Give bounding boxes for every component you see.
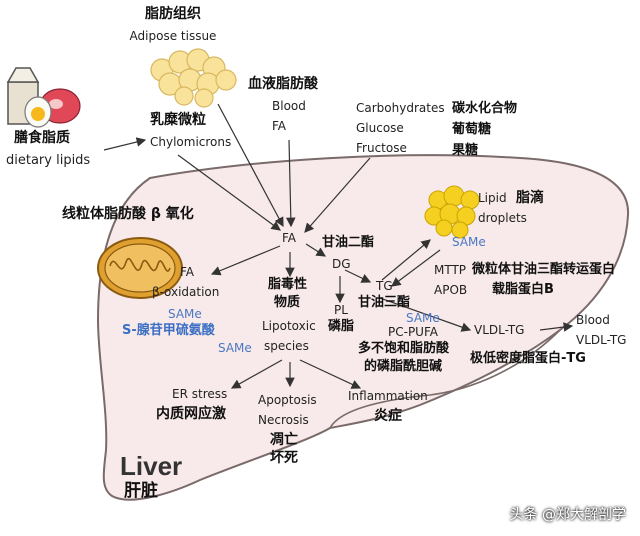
blood-label: Blood bbox=[272, 99, 306, 113]
pc-pufa-en: PC-PUFA bbox=[388, 325, 438, 339]
watermark: 头条 @郑大解剖学 bbox=[509, 507, 626, 523]
blood-fa-cn: 血液脂肪酸 bbox=[248, 76, 318, 92]
same-ld: SAMe bbox=[452, 235, 486, 249]
lipid-droplets-cn: 脂滴 bbox=[516, 190, 544, 206]
same-mito: SAMe bbox=[168, 307, 202, 321]
apoptosis-cn: 凋亡 bbox=[270, 432, 298, 448]
mttp-label: MTTP bbox=[434, 263, 467, 277]
inflammation-cn: 炎症 bbox=[374, 408, 402, 424]
apob-label: APOB bbox=[434, 283, 468, 297]
same-pc: SAMe bbox=[406, 311, 440, 325]
glucose-cn: 葡萄糖 bbox=[452, 122, 492, 137]
tg-cn: 甘油三酯 bbox=[358, 295, 411, 310]
necrosis-cn: 坏死 bbox=[270, 450, 298, 466]
liver-en: Liver bbox=[120, 451, 183, 481]
species-en: species bbox=[264, 339, 309, 353]
tg-en: TG bbox=[376, 279, 393, 293]
lipid-droplets-icon bbox=[424, 185, 480, 239]
blood-fa-label: FA bbox=[272, 119, 287, 133]
adipose-cells-icon bbox=[150, 48, 237, 108]
fa-center: FA bbox=[282, 231, 297, 245]
er-stress-cn: 内质网应激 bbox=[156, 406, 226, 422]
food-icon bbox=[6, 67, 81, 128]
same-cn: S-腺苷甲硫氨酸 bbox=[122, 323, 215, 338]
fructose-cn: 果糖 bbox=[452, 143, 479, 158]
inflammation-en: Inflammation bbox=[348, 389, 428, 403]
lipotoxic-cn1: 脂毒性 bbox=[268, 277, 308, 292]
pc-pufa-cn1: 多不饱和脂肪酸 bbox=[358, 341, 450, 356]
liver-lobe-line bbox=[329, 329, 561, 429]
mttp-cn: 微粒体甘油三酯转运蛋白 bbox=[472, 262, 616, 277]
apoptosis-en: Apoptosis bbox=[258, 393, 317, 407]
mito-beta-ox-title: 线粒体脂肪酸 β 氧化 bbox=[62, 206, 194, 222]
dietary-lipids-cn: 膳食脂质 bbox=[14, 130, 70, 146]
lipotoxic-en: Lipotoxic bbox=[262, 319, 316, 333]
dg-en: DG bbox=[332, 257, 351, 271]
adipose-cn: 脂肪组织 bbox=[145, 6, 201, 22]
flow-arrows bbox=[103, 103, 574, 389]
necrosis-en: Necrosis bbox=[258, 413, 309, 427]
same-mid: SAMe bbox=[218, 341, 252, 355]
pc-pufa-cn2: 的磷脂酰胆碱 bbox=[364, 359, 443, 374]
er-stress-en: ER stress bbox=[172, 387, 228, 401]
pl-en: PL bbox=[334, 303, 348, 317]
dietary-lipids-en: dietary lipids bbox=[6, 153, 91, 168]
lipotoxic-cn2: 物质 bbox=[274, 295, 301, 310]
liver-cn: 肝脏 bbox=[124, 481, 158, 501]
carbohydrates-label: Carbohydrates bbox=[356, 101, 445, 115]
adipose-en: Adipose tissue bbox=[129, 29, 217, 43]
lipid-label: Lipid bbox=[478, 191, 507, 205]
vldl-tg-cn: 极低密度脂蛋白-TG bbox=[470, 351, 586, 366]
pl-cn: 磷脂 bbox=[328, 319, 355, 334]
mitochondrion-icon bbox=[97, 237, 183, 299]
fructose-label: Fructose bbox=[356, 141, 407, 155]
glucose-label: Glucose bbox=[356, 121, 404, 135]
liver-outline bbox=[96, 154, 630, 501]
vldl-tg-en: VLDL-TG bbox=[474, 323, 525, 337]
apob-cn: 载脂蛋白B bbox=[492, 282, 554, 297]
blood-vldl-tg-label: VLDL-TG bbox=[576, 333, 627, 347]
droplets-label: droplets bbox=[478, 211, 527, 225]
blood-vldl-label: Blood bbox=[576, 313, 610, 327]
carbohydrates-cn: 碳水化合物 bbox=[452, 101, 518, 116]
chylomicrons-cn: 乳糜微粒 bbox=[150, 112, 206, 128]
beta-oxidation: β-oxidation bbox=[152, 285, 220, 299]
fa-mito: FA bbox=[180, 265, 195, 279]
dg-cn: 甘油二酯 bbox=[322, 235, 375, 250]
chylomicrons-en: Chylomicrons bbox=[150, 135, 232, 149]
